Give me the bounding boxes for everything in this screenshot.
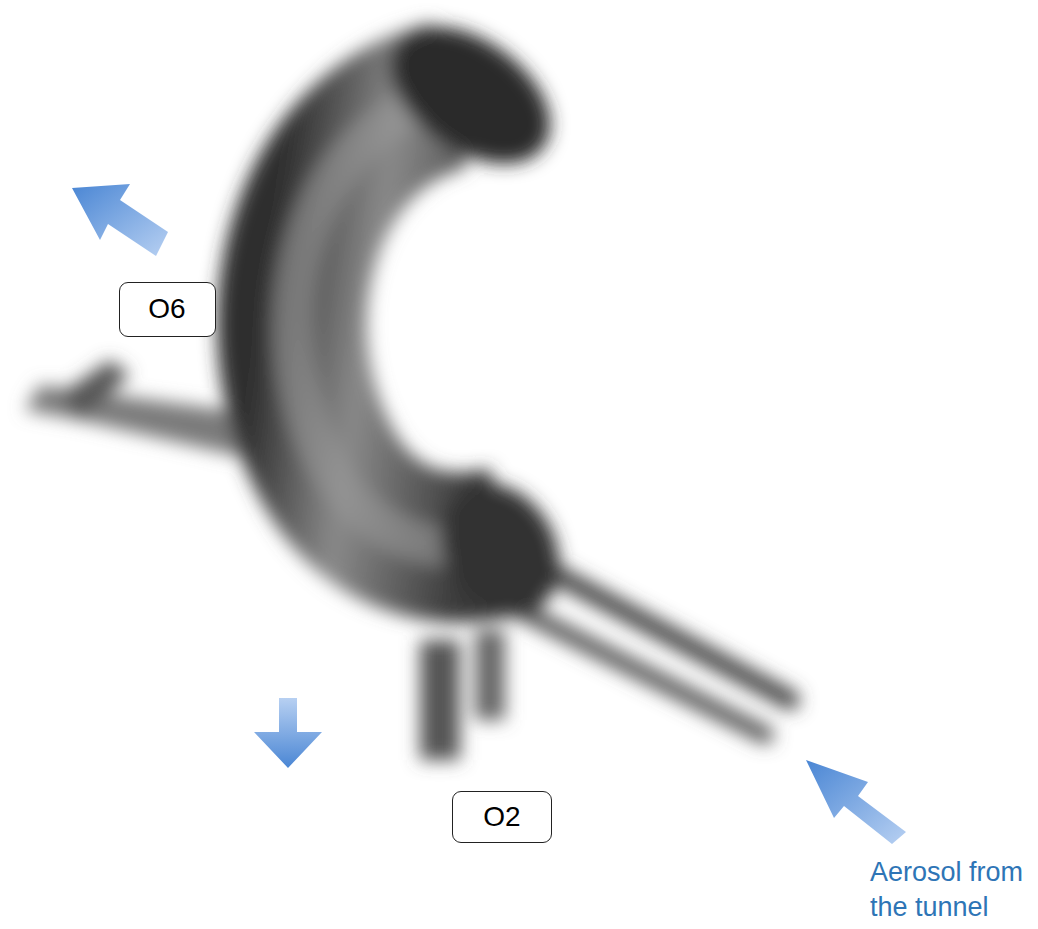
tube-collar: [417, 462, 582, 638]
flow-arrow: [72, 184, 168, 256]
outlet-label-box: O2: [452, 791, 552, 843]
flow-arrow: [254, 698, 322, 768]
left-branch-tip: [60, 360, 130, 420]
flow-arrow: [806, 760, 906, 844]
outlet-label-box: O6: [119, 282, 216, 337]
flow-label: Aerosol from the tunnel: [870, 855, 1030, 924]
outlet-pipe: [500, 600, 765, 735]
outlet-label: O6: [148, 293, 185, 325]
outlet-stub: [475, 630, 505, 720]
flow-arrows: [72, 184, 906, 844]
tube-body: [25, 0, 790, 760]
tube-highlight: [292, 95, 510, 547]
curved-tube: [292, 95, 510, 547]
outlet-stub: [420, 640, 460, 760]
tube-opening: [365, 0, 576, 192]
outlet-label: O2: [483, 801, 520, 833]
